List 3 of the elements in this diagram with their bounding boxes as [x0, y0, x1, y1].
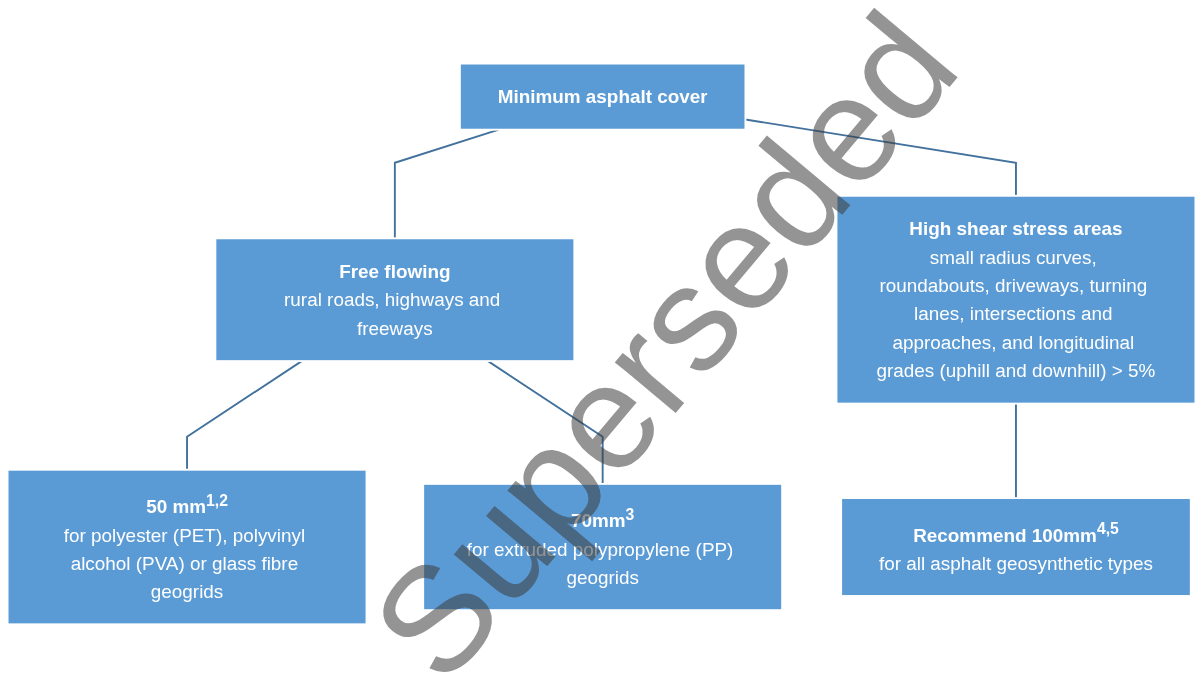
connector: [1015, 402, 1017, 499]
connector: [186, 359, 303, 471]
node-box: 50 mm$^{1,2}$ for polyester (PET), polyvinyl alcohol (PVA) or glass fibre geogrids: [6, 468, 368, 625]
